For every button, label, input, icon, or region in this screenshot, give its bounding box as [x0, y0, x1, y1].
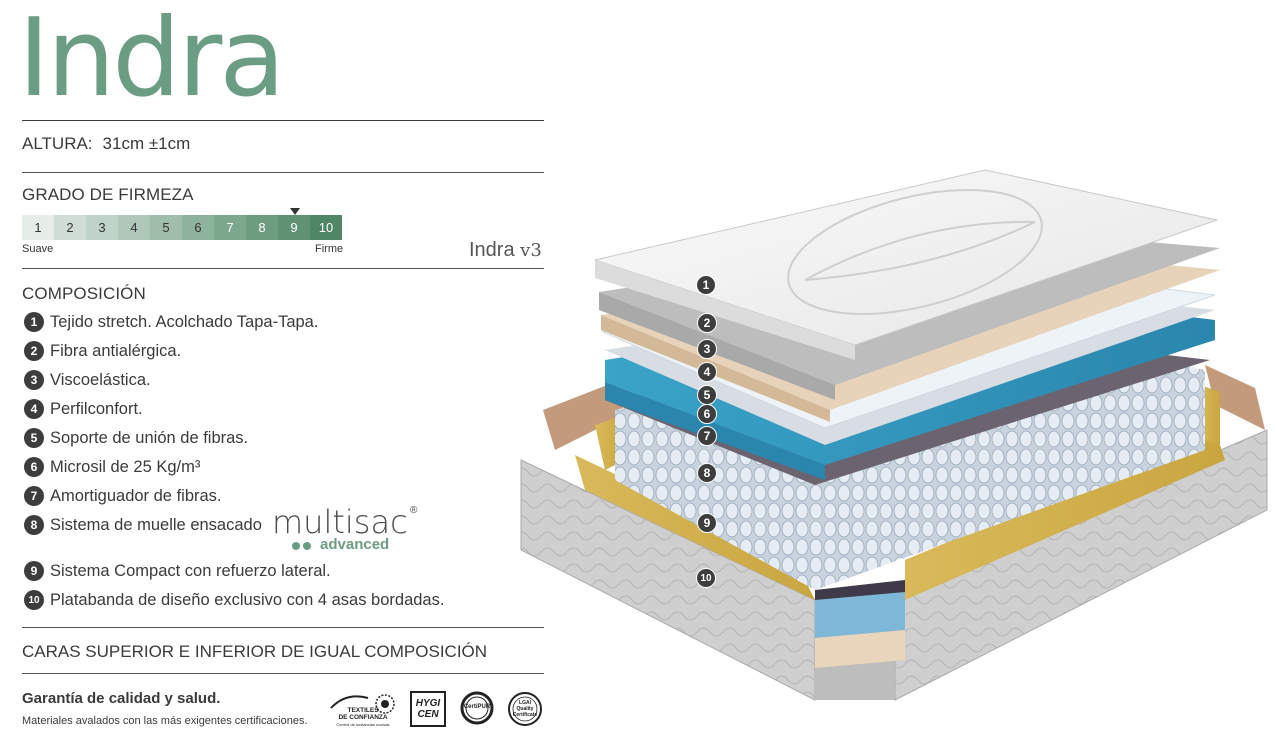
composition-number-badge: 1	[24, 312, 44, 332]
firmness-level-4: 4	[118, 215, 150, 240]
height-spec: ALTURA: 31cm ±1cm	[22, 134, 190, 154]
composition-item: 4 Perfilconfort.	[24, 399, 143, 419]
firmness-level-10: 10	[310, 215, 342, 240]
composition-item: 2 Fibra antialérgica.	[24, 341, 181, 361]
firmness-level-9: 9	[278, 215, 310, 240]
composition-text: Sistema de muelle ensacado	[50, 515, 262, 534]
composition-item: 7 Amortiguador de fibras.	[24, 486, 222, 506]
firmness-label: GRADO DE FIRMEZA	[22, 185, 194, 204]
composition-text: Soporte de unión de fibras.	[50, 428, 249, 447]
firmness-level-2: 2	[54, 215, 86, 240]
composition-label: COMPOSICIÓN	[22, 284, 146, 303]
composition-number-badge: 7	[24, 486, 44, 506]
model-version: Indra v3	[469, 239, 542, 262]
layer-number-badge: 5	[697, 385, 717, 405]
composition-text: Viscoelástica.	[50, 370, 151, 389]
firmness-level-3: 3	[86, 215, 118, 240]
composition-number-badge: 5	[24, 428, 44, 448]
product-title: Indra	[18, 0, 285, 121]
composition-number-badge: 2	[24, 341, 44, 361]
divider	[22, 120, 544, 121]
divider	[22, 673, 544, 674]
layer-number-badge: 10	[696, 568, 716, 588]
firmness-firm-label: Firme	[315, 243, 344, 255]
composition-text: Fibra antialérgica.	[50, 341, 182, 360]
textiles-confianza-logo: TEXTILES DE CONFIANZA Control de sustanc…	[328, 690, 398, 730]
composition-item: 5 Soporte de unión de fibras.	[24, 428, 248, 448]
composition-text: Amortiguador de fibras.	[50, 486, 222, 505]
lgai-logo: LGAI Quality Certificate	[507, 691, 543, 727]
registered-mark: ®	[410, 505, 418, 516]
layer-number-badge: 8	[697, 463, 717, 483]
hygicen-logo: HYGI CEN	[410, 691, 446, 727]
composition-text: Perfilconfort.	[50, 399, 143, 418]
materials-note: Materiales avalados con las más exigente…	[22, 715, 308, 727]
guarantee-heading: Garantía de calidad y salud.	[22, 690, 221, 707]
layer-number-badge: 4	[697, 362, 717, 382]
divider	[22, 172, 544, 173]
composition-number-badge: 4	[24, 399, 44, 419]
divider	[22, 268, 544, 269]
composition-text: Tejido stretch. Acolchado Tapa-Tapa.	[50, 312, 319, 331]
composition-item: 9 Sistema Compact con refuerzo lateral.	[24, 561, 331, 581]
composition-item: 6 Microsil de 25 Kg/m³	[24, 457, 200, 477]
composition-number-badge: 3	[24, 370, 44, 390]
firmness-level-7: 7	[214, 215, 246, 240]
version-name: Indra	[469, 239, 515, 261]
layer-number-badge: 2	[697, 313, 717, 333]
composition-item: 1 Tejido stretch. Acolchado Tapa-Tapa.	[24, 312, 318, 332]
layer-number-badge: 6	[697, 404, 717, 424]
certipur-logo: CertiPUR	[460, 691, 494, 725]
firmness-level-6: 6	[182, 215, 214, 240]
firmness-marker-icon	[290, 208, 300, 215]
multisac-advanced: advanced	[320, 536, 390, 553]
divider	[22, 627, 544, 628]
mattress-cutaway-image	[520, 169, 1268, 701]
composition-number-badge: 10	[24, 590, 44, 610]
layer-number-badge: 9	[697, 513, 717, 533]
firmness-soft-label: Suave	[22, 243, 54, 255]
multisac-logo: multisac ® advanced	[272, 503, 417, 553]
multisac-wordmark: multisac	[272, 503, 408, 541]
composition-text: Microsil de 25 Kg/m³	[50, 457, 201, 476]
firmness-level-1: 1	[22, 215, 54, 240]
multisac-dots-icon	[292, 542, 311, 550]
composition-item: 8 Sistema de muelle ensacado	[24, 515, 262, 535]
faces-note: CARAS SUPERIOR E INFERIOR DE IGUAL COMPO…	[22, 642, 488, 661]
height-label: ALTURA:	[22, 134, 93, 153]
firmness-level-5: 5	[150, 215, 182, 240]
composition-text: Sistema Compact con refuerzo lateral.	[50, 561, 331, 580]
composition-number-badge: 9	[24, 561, 44, 581]
layer-number-badge: 3	[697, 339, 717, 359]
version-number: v3	[520, 240, 542, 261]
composition-item: 3 Viscoelástica.	[24, 370, 151, 390]
layer-number-badge: 7	[697, 426, 717, 446]
composition-text: Platabanda de diseño exclusivo con 4 asa…	[50, 590, 445, 609]
firmness-level-8: 8	[246, 215, 278, 240]
composition-item: 10 Platabanda de diseño exclusivo con 4 a…	[24, 590, 444, 610]
composition-number-badge: 8	[24, 515, 44, 535]
height-value: 31cm ±1cm	[102, 134, 191, 153]
layer-number-badge: 1	[696, 275, 716, 295]
composition-number-badge: 6	[24, 457, 44, 477]
